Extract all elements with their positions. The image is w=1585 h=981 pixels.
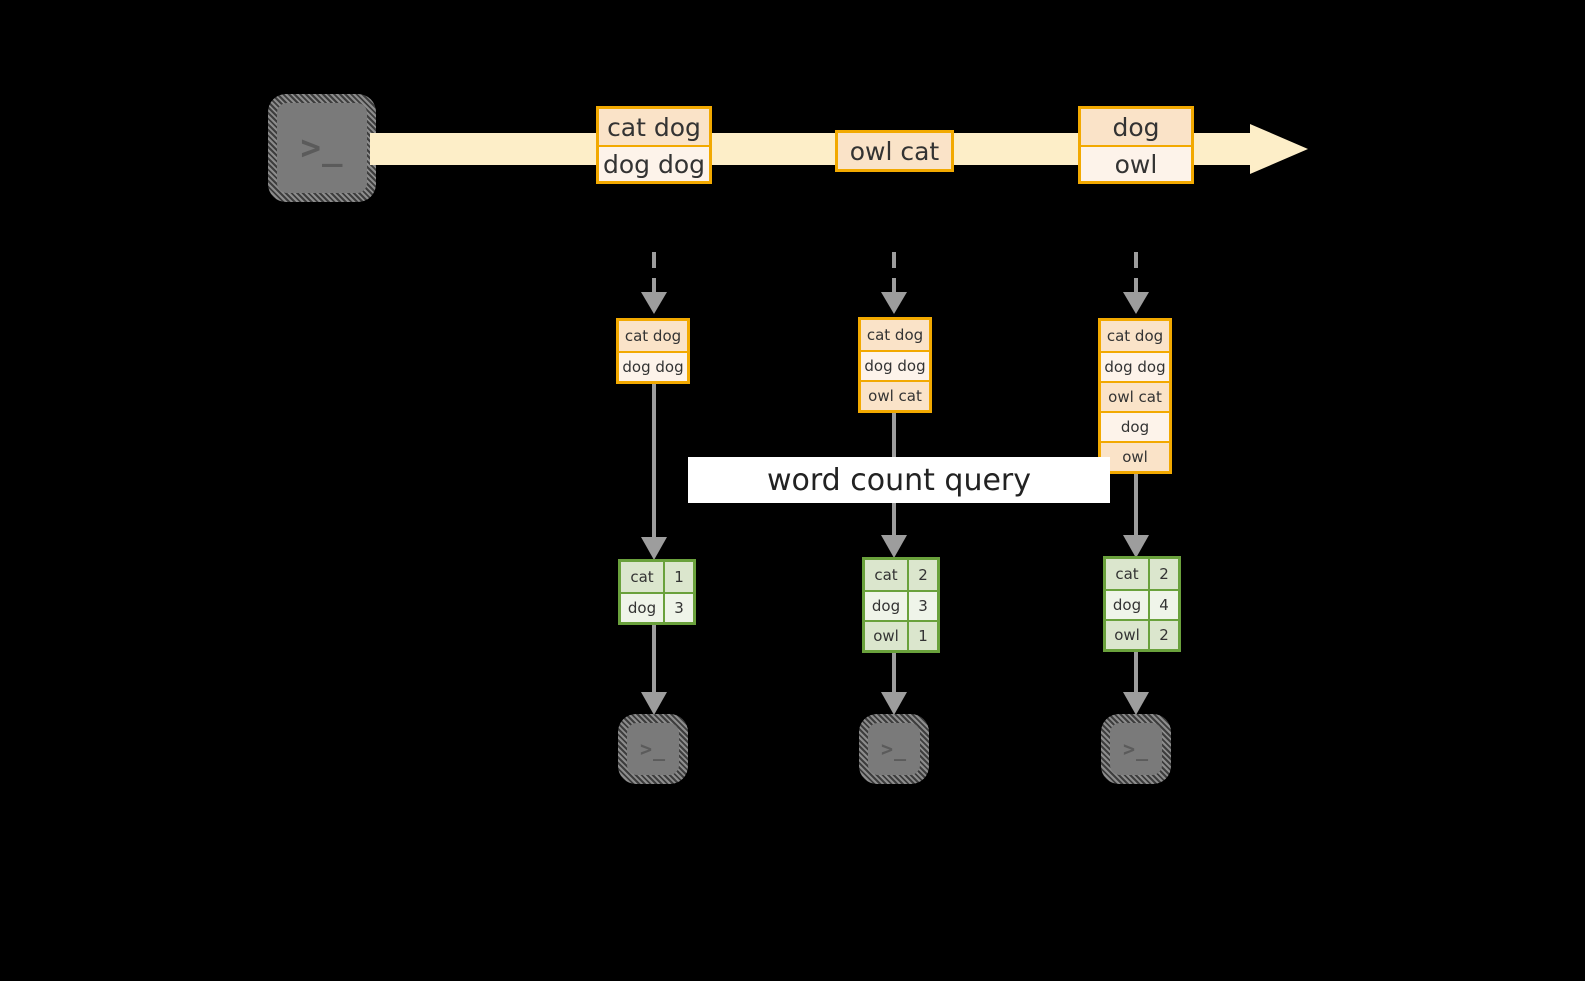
log-snapshot-row: cat dog xyxy=(861,320,929,350)
result-count: 3 xyxy=(663,594,693,622)
stream-event-row: dog xyxy=(1081,109,1191,145)
result-table[interactable]: cat 2 dog 4 owl 2 xyxy=(1103,556,1181,652)
result-count: 2 xyxy=(1148,559,1178,589)
terminal-prompt-glyph: >_ xyxy=(1122,737,1150,761)
table-row: cat 2 xyxy=(1106,559,1178,589)
stream-event-row: dog dog xyxy=(599,145,709,181)
result-count: 2 xyxy=(1148,621,1178,649)
terminal-face xyxy=(627,723,679,775)
log-snapshot-row: cat dog xyxy=(1101,321,1169,351)
log-snapshot-row: owl cat xyxy=(1101,381,1169,411)
log-to-result-connector xyxy=(1123,474,1149,558)
query-label: word count query xyxy=(766,462,1032,498)
terminal-prompt-glyph: >_ xyxy=(300,128,344,168)
result-word: cat xyxy=(1106,559,1148,589)
result-count: 1 xyxy=(907,622,937,650)
log-snapshot-box[interactable]: cat dog dog dog owl cat dog owl xyxy=(1098,318,1172,474)
log-snapshot-row: cat dog xyxy=(619,321,687,351)
sink-terminal-icon[interactable]: >_ xyxy=(859,714,929,784)
result-word: owl xyxy=(865,622,907,650)
result-table[interactable]: cat 2 dog 3 owl 1 xyxy=(862,557,940,653)
sink-terminal-icon[interactable]: >_ xyxy=(618,714,688,784)
result-table[interactable]: cat 1 dog 3 xyxy=(618,559,696,625)
result-word: cat xyxy=(865,560,907,590)
result-count: 2 xyxy=(907,560,937,590)
result-to-sink-connector xyxy=(641,623,667,715)
log-snapshot-row: owl cat xyxy=(861,380,929,410)
result-word: cat xyxy=(621,562,663,592)
query-banner: word count query xyxy=(688,457,1110,503)
log-snapshot-box[interactable]: cat dog dog dog owl cat xyxy=(858,317,932,413)
stream-event-box[interactable]: cat dog dog dog xyxy=(596,106,712,184)
result-count: 1 xyxy=(663,562,693,592)
stream-event-row: cat dog xyxy=(599,109,709,145)
table-row: owl 2 xyxy=(1106,619,1178,649)
terminal-icon[interactable]: >_ xyxy=(268,94,376,202)
terminal-face xyxy=(868,723,920,775)
result-word: dog xyxy=(865,592,907,620)
sink-terminal-icon[interactable]: >_ xyxy=(1101,714,1171,784)
terminal-prompt-glyph: >_ xyxy=(880,737,908,761)
table-row: cat 2 xyxy=(865,560,937,590)
table-row: dog 4 xyxy=(1106,589,1178,619)
table-row: cat 1 xyxy=(621,562,693,592)
result-to-sink-connector xyxy=(881,651,907,715)
terminal-face xyxy=(277,103,367,193)
stream-event-row: owl cat xyxy=(838,133,951,169)
log-snapshot-row: dog dog xyxy=(619,351,687,381)
log-snapshot-row: dog xyxy=(1101,411,1169,441)
log-to-result-connector xyxy=(641,382,667,560)
terminal-prompt-glyph: >_ xyxy=(639,737,667,761)
result-word: owl xyxy=(1106,621,1148,649)
log-snapshot-row: dog dog xyxy=(1101,351,1169,381)
stream-event-box[interactable]: owl cat xyxy=(835,130,954,172)
log-snapshot-row: dog dog xyxy=(861,350,929,380)
stream-to-log-connector xyxy=(1123,252,1149,314)
result-count: 4 xyxy=(1148,591,1178,619)
result-word: dog xyxy=(621,594,663,622)
stream-to-log-connector xyxy=(641,252,667,314)
log-snapshot-row: owl xyxy=(1101,441,1169,471)
stream-to-log-connector xyxy=(881,252,907,314)
terminal-face xyxy=(1110,723,1162,775)
result-to-sink-connector xyxy=(1123,650,1149,715)
stream-event-box[interactable]: dog owl xyxy=(1078,106,1194,184)
result-count: 3 xyxy=(907,592,937,620)
stream-event-row: owl xyxy=(1081,145,1191,181)
result-word: dog xyxy=(1106,591,1148,619)
table-row: owl 1 xyxy=(865,620,937,650)
log-snapshot-box[interactable]: cat dog dog dog xyxy=(616,318,690,384)
table-row: dog 3 xyxy=(621,592,693,622)
table-row: dog 3 xyxy=(865,590,937,620)
